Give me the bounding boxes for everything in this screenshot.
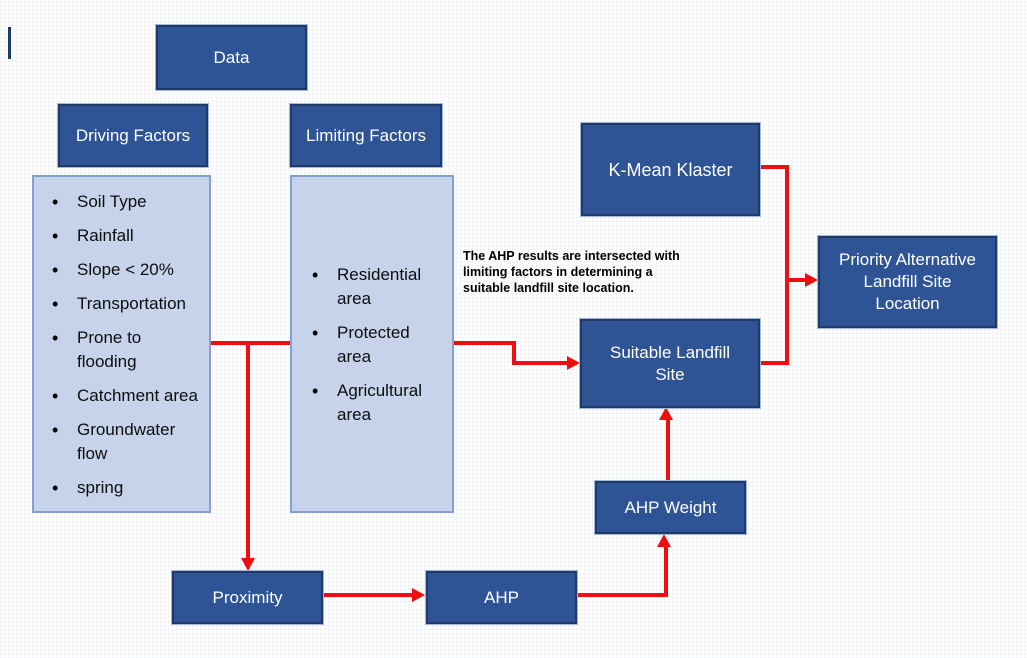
arrowhead-into-ahp bbox=[412, 588, 425, 602]
arrowhead-into-ahpweight bbox=[657, 534, 671, 547]
connector-proximity-to-ahp bbox=[323, 593, 413, 597]
node-proximity-label: Proximity bbox=[212, 587, 283, 607]
node-priority-alternative-label: Priority Alternative Landfill Site Locat… bbox=[839, 250, 976, 313]
node-ahp-weight-label: AHP Weight bbox=[624, 497, 717, 517]
node-priority-alternative: Priority Alternative Landfill Site Locat… bbox=[818, 236, 997, 328]
connector-ahpweight-to-suitable bbox=[666, 419, 670, 481]
node-suitable-landfill-site: Suitable Landfill Site bbox=[580, 319, 760, 408]
list-item: Groundwater flow bbox=[44, 418, 203, 466]
arrowhead-into-proximity bbox=[241, 558, 255, 571]
connector-into-suitable bbox=[512, 361, 569, 365]
connector-vertical-rail bbox=[785, 165, 789, 365]
driving-factors-list: Soil TypeRainfallSlope < 20% Transportati… bbox=[32, 175, 211, 513]
node-kmean-klaster: K-Mean Klaster bbox=[581, 123, 760, 216]
node-ahp: AHP bbox=[426, 571, 577, 624]
node-limiting-factors-label: Limiting Factors bbox=[306, 125, 426, 145]
ahp-intersection-note: The AHP results are intersected with lim… bbox=[463, 249, 680, 295]
connector-into-priority bbox=[789, 278, 806, 282]
arrowhead-into-priority bbox=[805, 273, 818, 287]
list-item: Residential area bbox=[304, 263, 446, 311]
list-item: Catchment area bbox=[44, 384, 203, 408]
connector-ahp-out bbox=[577, 593, 668, 597]
limiting-factors-items: Residential areaProtected areaAgricultur… bbox=[304, 263, 446, 427]
node-ahp-label: AHP bbox=[484, 587, 519, 607]
limiting-factors-list: Residential areaProtected areaAgricultur… bbox=[290, 175, 454, 513]
list-item: Slope < 20% bbox=[44, 258, 203, 282]
connector-limiting-out bbox=[454, 341, 516, 345]
arrowhead-into-suitable-bottom bbox=[659, 407, 673, 420]
list-item: Agricultural area bbox=[304, 379, 446, 427]
node-suitable-landfill-site-label: Suitable Landfill Site bbox=[609, 342, 731, 384]
node-data: Data bbox=[156, 25, 307, 90]
node-limiting-factors: Limiting Factors bbox=[290, 104, 442, 167]
connector-down-to-proximity bbox=[246, 341, 250, 559]
node-ahp-weight: AHP Weight bbox=[595, 481, 746, 534]
list-item: Rainfall bbox=[44, 224, 203, 248]
connector-kmean-out bbox=[760, 165, 789, 169]
node-driving-factors-label: Driving Factors bbox=[75, 125, 191, 145]
list-item: Transportation bbox=[44, 292, 203, 316]
list-item: Protected area bbox=[304, 321, 446, 369]
connector-driving-to-limiting bbox=[211, 341, 290, 345]
node-kmean-klaster-label: K-Mean Klaster bbox=[608, 159, 733, 180]
node-proximity: Proximity bbox=[172, 571, 323, 624]
list-item: spring bbox=[44, 476, 203, 500]
connector-limiting-step-down bbox=[512, 341, 516, 365]
node-driving-factors: Driving Factors bbox=[58, 104, 208, 167]
left-edge-accent bbox=[8, 27, 11, 59]
node-data-label: Data bbox=[213, 47, 250, 67]
arrowhead-into-suitable bbox=[567, 356, 580, 370]
driving-factors-items: Soil TypeRainfallSlope < 20% Transportati… bbox=[44, 190, 203, 500]
list-item: Prone to flooding bbox=[44, 326, 203, 374]
list-item: Soil Type bbox=[44, 190, 203, 214]
connector-up-to-ahpweight bbox=[664, 546, 668, 597]
connector-suitable-out bbox=[760, 361, 789, 365]
